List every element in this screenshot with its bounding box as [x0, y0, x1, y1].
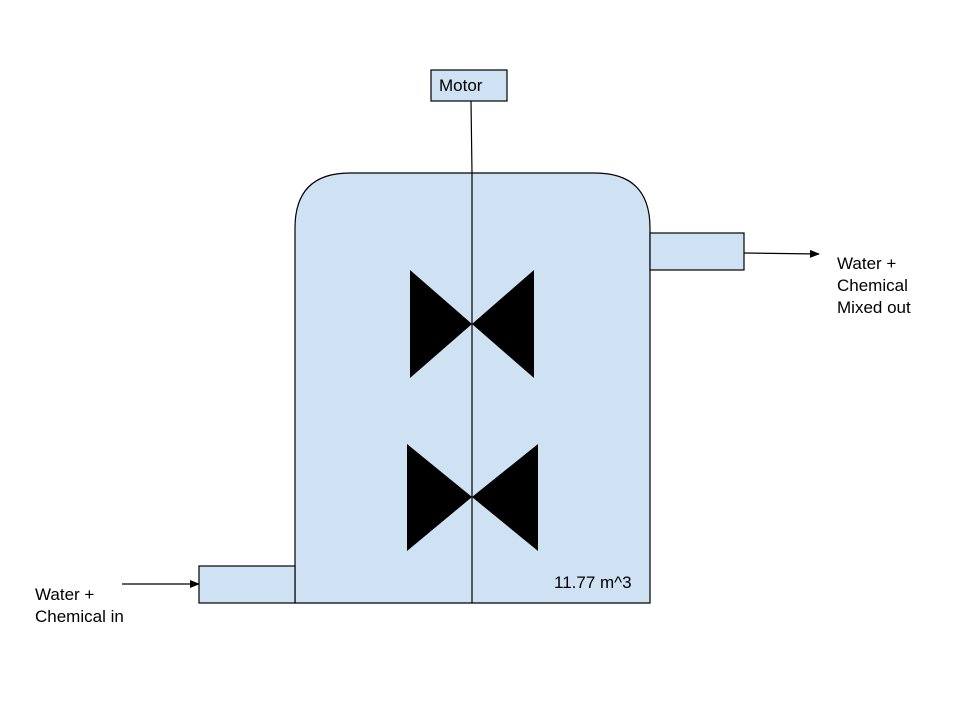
- motor-label: Motor: [439, 76, 483, 95]
- lower-impeller-left-blade: [407, 444, 472, 551]
- shaft-upper: [470, 100, 473, 174]
- upper-impeller-right-blade: [472, 270, 534, 378]
- lower-impeller-right-blade: [472, 444, 538, 551]
- outlet-label: Water + Chemical Mixed out: [837, 254, 911, 317]
- inlet-pipe: [198, 565, 296, 604]
- outlet-pipe: [649, 232, 745, 271]
- motor-box: [430, 69, 508, 102]
- upper-impeller-left-blade: [410, 270, 472, 378]
- volume-label: 11.77 m^3: [554, 573, 632, 592]
- outlet-arrow: [743, 249, 820, 258]
- inlet-label: Water + Chemical in: [35, 585, 124, 626]
